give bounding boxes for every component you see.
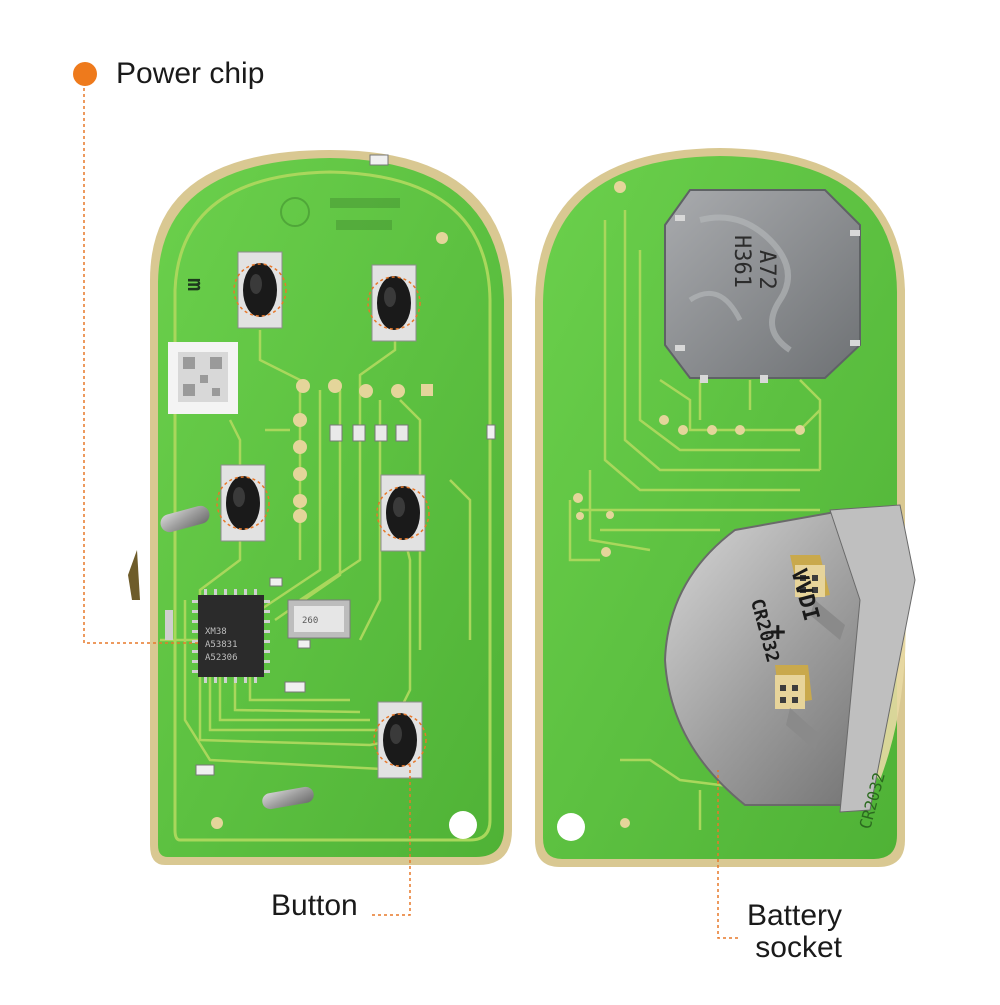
epoxy-module: A72 H361 [664, 189, 861, 383]
battery-socket-label: Battery socket [742, 900, 842, 964]
left-pcb-board: m [128, 150, 512, 865]
metal-tabs [128, 505, 314, 810]
battery-label-line1: Battery [746, 899, 842, 932]
chip-marking-3: A52306 [205, 653, 238, 663]
power-chip-marker-dot [73, 62, 97, 86]
button-label: Button [271, 889, 358, 922]
qr-code-sticker [168, 342, 238, 414]
crystal-marking: 260 [302, 616, 318, 626]
power-chip: XM38 A53831 A52306 [192, 589, 270, 683]
left-pads [211, 232, 448, 829]
crystal-oscillator: 260 [287, 599, 351, 639]
mounting-hole-right [557, 813, 585, 841]
battery-polarity-text: + [770, 617, 786, 647]
mounting-hole-left [449, 811, 477, 839]
module-marking-2: H361 [729, 235, 754, 288]
button-highlights [216, 263, 430, 767]
right-traces [568, 210, 822, 830]
callout-lines [83, 88, 738, 939]
tactile-buttons [220, 251, 426, 779]
module-marking-1: A72 [754, 250, 779, 290]
battery-label-line2: socket [755, 931, 842, 964]
right-pads [573, 181, 805, 828]
right-pcb-board: A72 H361 VVDI CR2032 + CR2032 [535, 148, 916, 867]
power-chip-label: Power chip [116, 57, 265, 90]
chip-marking-1: XM38 [205, 627, 227, 637]
board-mark: m [182, 278, 207, 291]
board-logo [280, 197, 400, 230]
battery-socket: VVDI CR2032 + [663, 504, 916, 813]
chip-marking-2: A53831 [205, 640, 238, 650]
left-smd-components [165, 154, 496, 776]
